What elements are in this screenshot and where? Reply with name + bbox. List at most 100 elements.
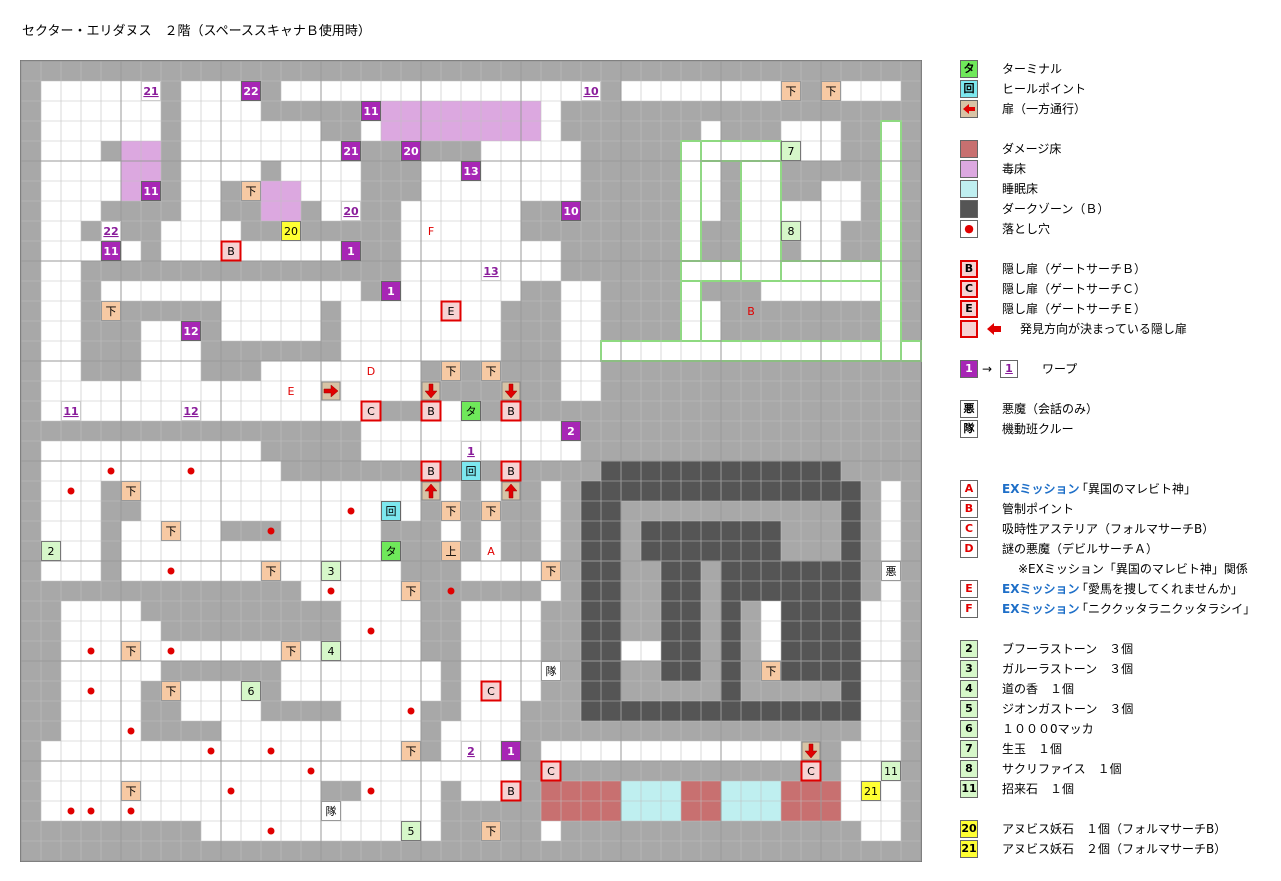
- one-way-door-icon: [501, 381, 521, 401]
- legend-swatch: 2: [960, 640, 978, 658]
- map-cell-stone: 20: [281, 221, 301, 241]
- map-cell-warp-dest-box: [461, 441, 481, 461]
- map-cell-warp: 1: [381, 281, 401, 301]
- map-cell-stairs-box: [781, 81, 801, 101]
- map-label: F: [428, 225, 434, 238]
- map-label: C: [547, 765, 555, 778]
- map-cell-stairs-box: [441, 541, 461, 561]
- map-cell-warp-dest-box: [341, 201, 361, 221]
- map-cell-stairs-box: [481, 501, 501, 521]
- legend-swatch: 1: [960, 360, 978, 378]
- legend-swatch: 7: [960, 740, 978, 758]
- map-label: 22: [243, 85, 258, 98]
- legend-swatch: 21: [960, 840, 978, 858]
- map-cell-npc-box: [321, 801, 341, 821]
- pit-marker: [67, 487, 75, 495]
- map-cell-npc: 悪: [881, 561, 901, 581]
- map-label: 下: [486, 825, 497, 838]
- map-label: 11: [63, 405, 78, 418]
- map-cell-stairs: 下: [161, 521, 181, 541]
- legend-swatch: C: [960, 280, 978, 298]
- map-label: 21: [143, 85, 158, 98]
- map-label: 6: [248, 685, 255, 698]
- map-cell-door-box: [420, 460, 442, 482]
- map-label: 3: [328, 565, 335, 578]
- map-label: B: [227, 245, 235, 258]
- map-label: 2: [467, 745, 475, 758]
- map-cell-door: C: [360, 400, 382, 422]
- map-cell-warp-dest: 2: [461, 741, 481, 761]
- floor-area: [621, 81, 801, 101]
- map-label: 11: [363, 105, 378, 118]
- arrow-left-icon: [963, 104, 975, 114]
- legend: タターミナル回ヒールポイント扉（一方通行）ダメージ床毒床睡眠床ダークゾーン（Ｂ）…: [960, 60, 1275, 860]
- map-label: タ: [386, 545, 397, 558]
- map-cell-stairs: 下: [101, 301, 121, 321]
- map-label: 上: [446, 545, 457, 558]
- map-cell-item: 6: [241, 681, 261, 701]
- map-cell-warp-box: [501, 741, 521, 761]
- legend-text: ジオンガストーン ３個: [1002, 702, 1134, 716]
- legend-swatch: C: [960, 520, 978, 538]
- legend-text: 悪魔（会話のみ）: [1002, 402, 1099, 416]
- map-cell-heal-box: [461, 461, 481, 481]
- legend-text: ※EXミッション「異国のマレビト神」関係: [1018, 562, 1248, 576]
- map-cell-stone: 21: [861, 781, 881, 801]
- map-cell-npc-box: [881, 561, 901, 581]
- map-cell-warp-box: [561, 201, 581, 221]
- map-cell-heal-box: [381, 501, 401, 521]
- map-label: 2: [48, 545, 55, 558]
- map-cell-door: C: [540, 760, 562, 782]
- map-cell-item: 5: [401, 821, 421, 841]
- map-cell-stairs-box: [481, 821, 501, 841]
- dark-zone: [721, 601, 741, 701]
- map-label: 1: [507, 745, 515, 758]
- pit-marker: [447, 587, 455, 595]
- map-cell-warp-box: [101, 241, 121, 261]
- legend-swatch: [960, 140, 978, 158]
- map-label: 20: [284, 225, 298, 238]
- pit-marker: [347, 507, 355, 515]
- legend-text: アヌビス妖石 １個（フォルマサーチB）: [1002, 822, 1227, 836]
- map-cell-item: 7: [781, 141, 801, 161]
- legend-swatch: [960, 320, 978, 338]
- map-cell-warp-dest-box: [141, 81, 161, 101]
- legend-text: ヒールポイント: [1002, 82, 1087, 96]
- map-cell-warp: 11: [361, 101, 381, 121]
- legend-swatch: 1: [1000, 360, 1018, 378]
- map-label: 11: [103, 245, 118, 258]
- floor-area: [701, 121, 721, 221]
- map-label: 11: [143, 185, 158, 198]
- floor-area: [541, 741, 801, 761]
- map-cell-stairs: 下: [481, 361, 501, 381]
- legend-text: 隠し扉（ゲートサーチＥ）: [1002, 302, 1147, 316]
- map-label: E: [288, 385, 295, 398]
- map-cell-item: 4: [321, 641, 341, 661]
- map-cell-door: C: [480, 680, 502, 702]
- map-label: C: [487, 685, 495, 698]
- floor-area: [41, 801, 261, 821]
- legend-text: 「ニククッタラニクッタラシイ」: [1076, 602, 1256, 616]
- pit-marker: [167, 647, 175, 655]
- map-cell-stairs-box: [101, 301, 121, 321]
- map-cell-door-box: [500, 460, 522, 482]
- mission-prefix: EXミッション: [1002, 482, 1080, 496]
- map-cell-item-box: [41, 541, 61, 561]
- map-cell-mission: E: [288, 385, 295, 398]
- legend-text: サクリファイス １個: [1002, 762, 1122, 776]
- map-cell-stairs-box: [401, 741, 421, 761]
- legend-swatch: E: [960, 580, 978, 598]
- map-cell-stairs: 下: [781, 81, 801, 101]
- map-label: 下: [166, 525, 177, 538]
- legend-text: 「愛馬を捜してくれませんか」: [1076, 582, 1243, 596]
- pit-marker: [267, 827, 275, 835]
- pit-marker: [267, 747, 275, 755]
- map-cell-terminal-box: [461, 401, 481, 421]
- map-cell-npc-box: [541, 661, 561, 681]
- map-cell-warp-box: [341, 241, 361, 261]
- map-cell-warp-dest: 22: [101, 221, 121, 241]
- map-label: タ: [466, 405, 477, 418]
- map-cell-door: C: [800, 760, 822, 782]
- map-label: 12: [183, 405, 198, 418]
- map-label: 13: [463, 165, 478, 178]
